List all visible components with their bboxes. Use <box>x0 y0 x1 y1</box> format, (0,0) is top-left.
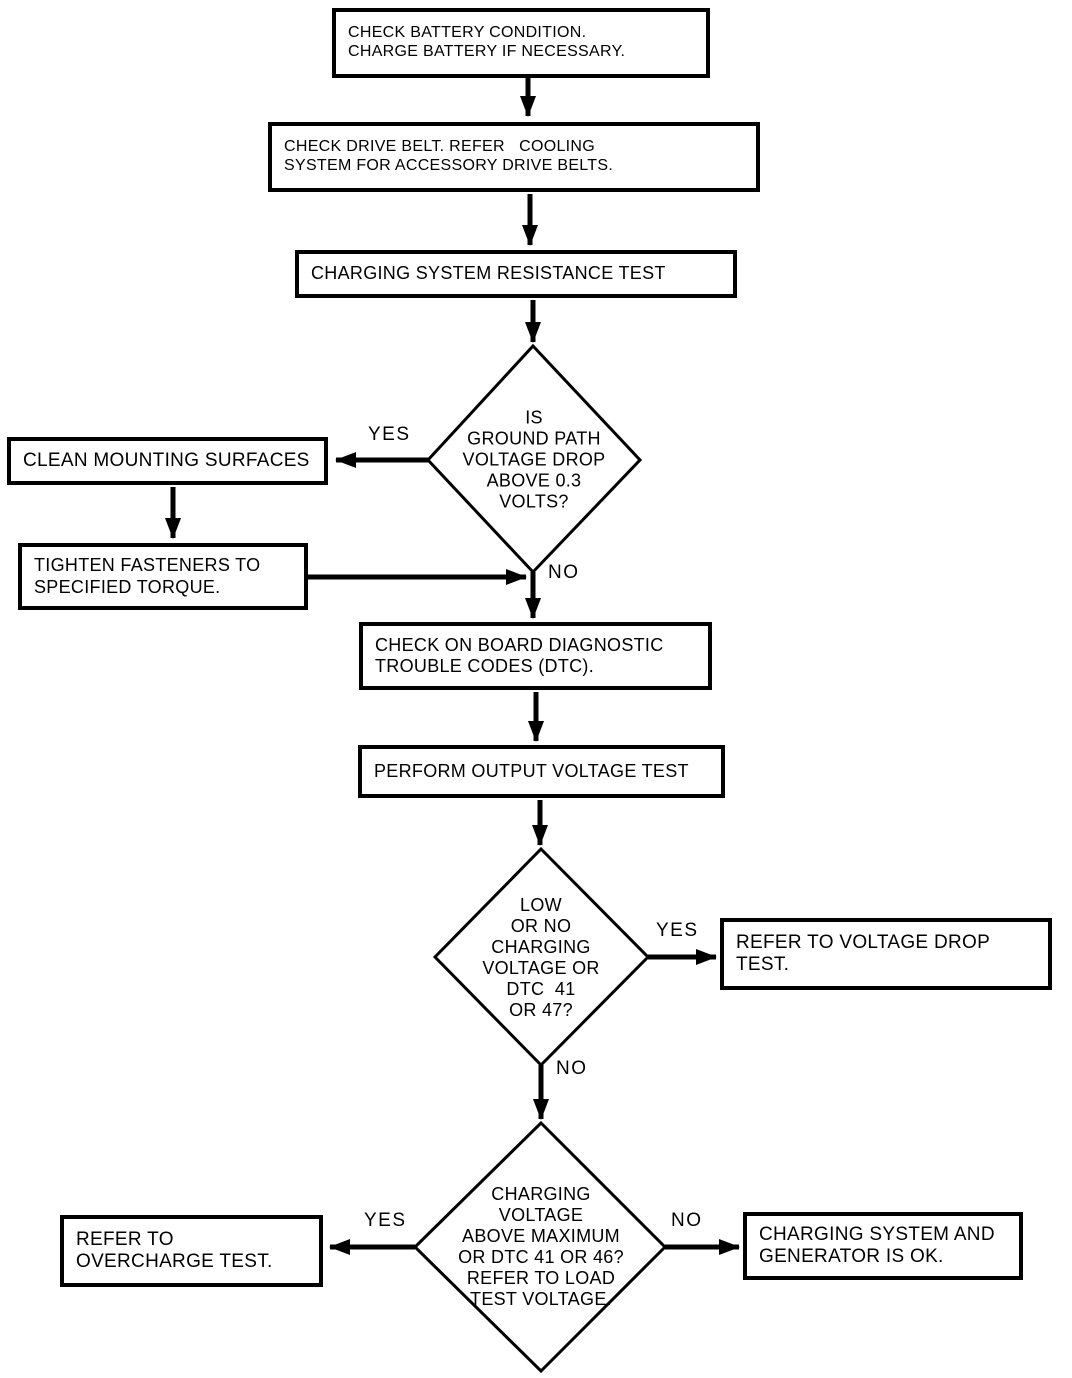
edge-label-ground-path-no: NO <box>548 562 580 583</box>
node-check-dtc: CHECK ON BOARD DIAGNOSTIC TROUBLE CODES … <box>359 622 712 690</box>
decision-overcharge-label: CHARGING VOLTAGE ABOVE MAXIMUM OR DTC 41… <box>458 1184 624 1309</box>
edge-label-low-charging-yes: YES <box>656 920 699 941</box>
edge-label-overcharge-yes: YES <box>364 1210 407 1231</box>
edge-label-ground-path-yes: YES <box>368 424 411 445</box>
decision-low-charging-label: LOW OR NO CHARGING VOLTAGE OR DTC 41 OR … <box>482 895 600 1020</box>
node-label: CHARGING SYSTEM AND GENERATOR IS OK. <box>759 1223 995 1267</box>
decision-ground-path-label: IS GROUND PATH VOLTAGE DROP ABOVE 0.3 VO… <box>462 407 606 512</box>
node-label: PERFORM OUTPUT VOLTAGE TEST <box>374 760 689 781</box>
node-refer-overcharge: REFER TO OVERCHARGE TEST. <box>60 1215 323 1287</box>
node-label: CLEAN MOUNTING SURFACES <box>23 449 310 471</box>
node-output-voltage-test: PERFORM OUTPUT VOLTAGE TEST <box>358 745 725 798</box>
node-check-drive-belt: CHECK DRIVE BELT. REFER COOLING SYSTEM F… <box>268 122 760 192</box>
node-label: CHECK ON BOARD DIAGNOSTIC TROUBLE CODES … <box>375 634 664 676</box>
edge-label-low-charging-no: NO <box>556 1058 588 1079</box>
node-charging-ok: CHARGING SYSTEM AND GENERATOR IS OK. <box>743 1212 1023 1280</box>
node-label: TIGHTEN FASTENERS TO SPECIFIED TORQUE. <box>34 555 261 597</box>
node-label: CHECK DRIVE BELT. REFER COOLING SYSTEM F… <box>284 138 614 174</box>
node-refer-voltage-drop: REFER TO VOLTAGE DROP TEST. <box>720 918 1052 990</box>
node-label: CHARGING SYSTEM RESISTANCE TEST <box>311 263 666 284</box>
edge-label-overcharge-no: NO <box>671 1210 703 1231</box>
node-label: REFER TO OVERCHARGE TEST. <box>76 1228 273 1272</box>
node-label: REFER TO VOLTAGE DROP TEST. <box>736 931 991 975</box>
node-clean-mounting: CLEAN MOUNTING SURFACES <box>7 437 328 485</box>
node-tighten-fasteners: TIGHTEN FASTENERS TO SPECIFIED TORQUE. <box>18 543 308 610</box>
node-label: CHECK BATTERY CONDITION. CHARGE BATTERY … <box>348 24 626 60</box>
node-charging-resistance-test: CHARGING SYSTEM RESISTANCE TEST <box>295 250 737 298</box>
decision-overcharge-shape <box>412 1120 668 1374</box>
node-check-battery: CHECK BATTERY CONDITION. CHARGE BATTERY … <box>332 8 710 78</box>
